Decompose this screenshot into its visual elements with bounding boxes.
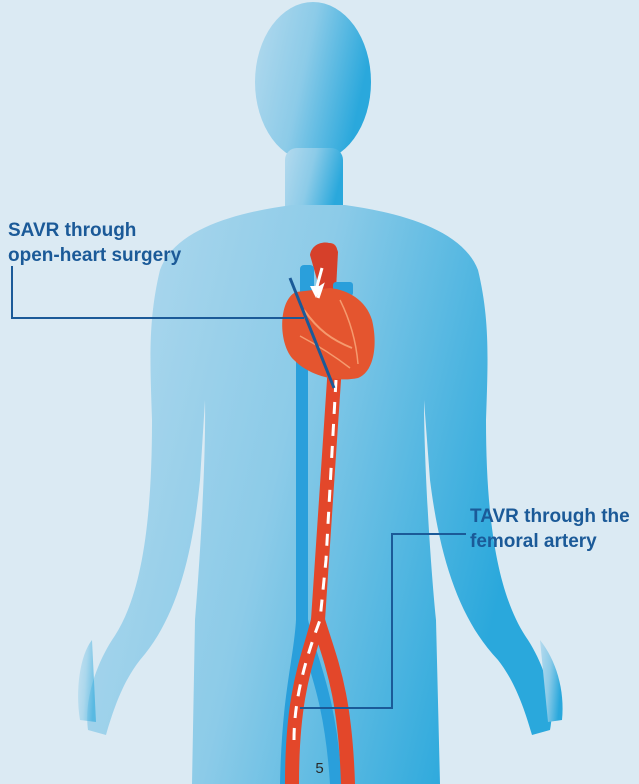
page-number: 5	[0, 760, 639, 777]
savr-label: SAVR through open-heart surgery	[8, 218, 181, 268]
tavr-label: TAVR through the femoral artery	[470, 504, 630, 554]
savr-label-text: SAVR through open-heart surgery	[8, 220, 181, 266]
tavr-label-text: TAVR through the femoral artery	[470, 506, 630, 552]
